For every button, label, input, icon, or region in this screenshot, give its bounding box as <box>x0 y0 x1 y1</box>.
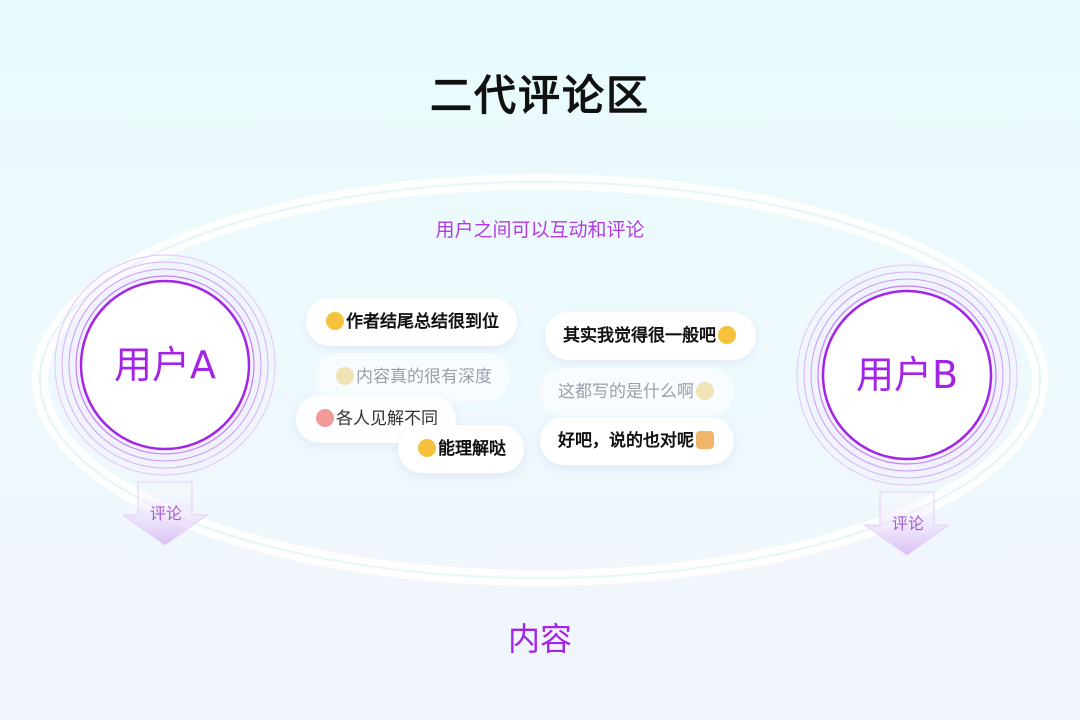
grinning-face-icon <box>326 312 344 330</box>
arrow-down-icon <box>121 481 209 546</box>
comment-bubble: 其实我觉得很一般吧 <box>545 312 756 360</box>
page-title: 二代评论区 <box>429 71 650 120</box>
user-a-arrow-label: 评论 <box>149 504 182 523</box>
content-label: 内容 <box>507 620 572 658</box>
user-b-label: 用户B <box>855 353 959 397</box>
smiling-face-icon <box>336 367 354 385</box>
comment-bubble: 作者结尾总结很到位 <box>306 298 517 346</box>
comment-bubble: 能理解哒 <box>398 425 524 473</box>
diagram-subtitle: 用户之间可以互动和评论 <box>435 219 645 241</box>
heart-eyes-face-icon <box>316 409 334 427</box>
thinking-face-icon <box>718 326 736 344</box>
user-a-label: 用户A <box>114 343 216 387</box>
comment-bubble: 内容真的很有深度 <box>316 353 510 401</box>
comment-bubble: 好吧，说的也对呢 <box>540 417 734 465</box>
arrow-down-icon <box>863 491 951 556</box>
user-b-arrow-label: 评论 <box>891 514 924 533</box>
handshake-icon <box>696 431 714 449</box>
comment-bubble: 这都写的是什么啊 <box>540 368 734 416</box>
comment-bubble: 各人见解不同 <box>296 395 456 443</box>
user-b-node <box>789 257 1025 493</box>
neutral-face-icon <box>696 382 714 400</box>
user-a-node <box>47 247 283 483</box>
kissing-face-icon <box>418 439 436 457</box>
